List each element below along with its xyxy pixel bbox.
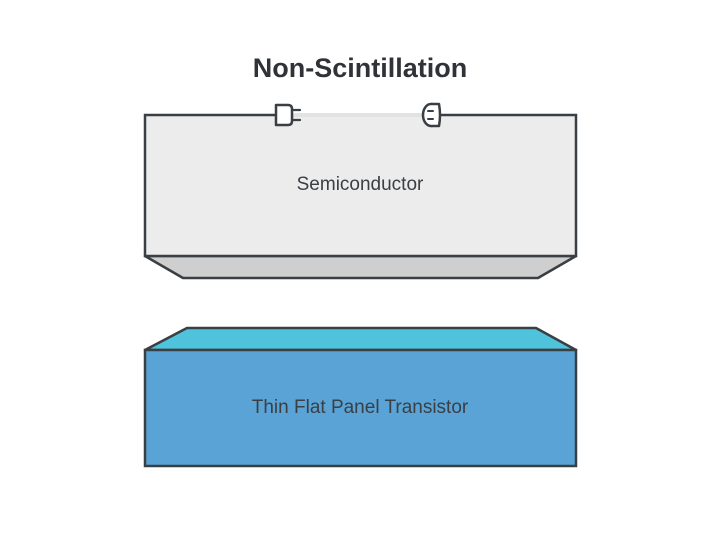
socket-icon xyxy=(421,102,442,128)
plug-icon xyxy=(274,103,302,127)
tft-front-face xyxy=(143,348,578,468)
semiconductor-label: Semiconductor xyxy=(297,174,424,195)
tft-block: Thin Flat Panel Transistor xyxy=(143,326,578,468)
tft-top-face xyxy=(143,326,578,352)
semiconductor-block: Semiconductor xyxy=(143,102,578,280)
semiconductor-front-face xyxy=(143,113,578,258)
tft-label: Thin Flat Panel Transistor xyxy=(252,397,469,418)
diagram-title: Non-Scintillation xyxy=(253,53,467,83)
semiconductor-underside xyxy=(143,254,578,280)
